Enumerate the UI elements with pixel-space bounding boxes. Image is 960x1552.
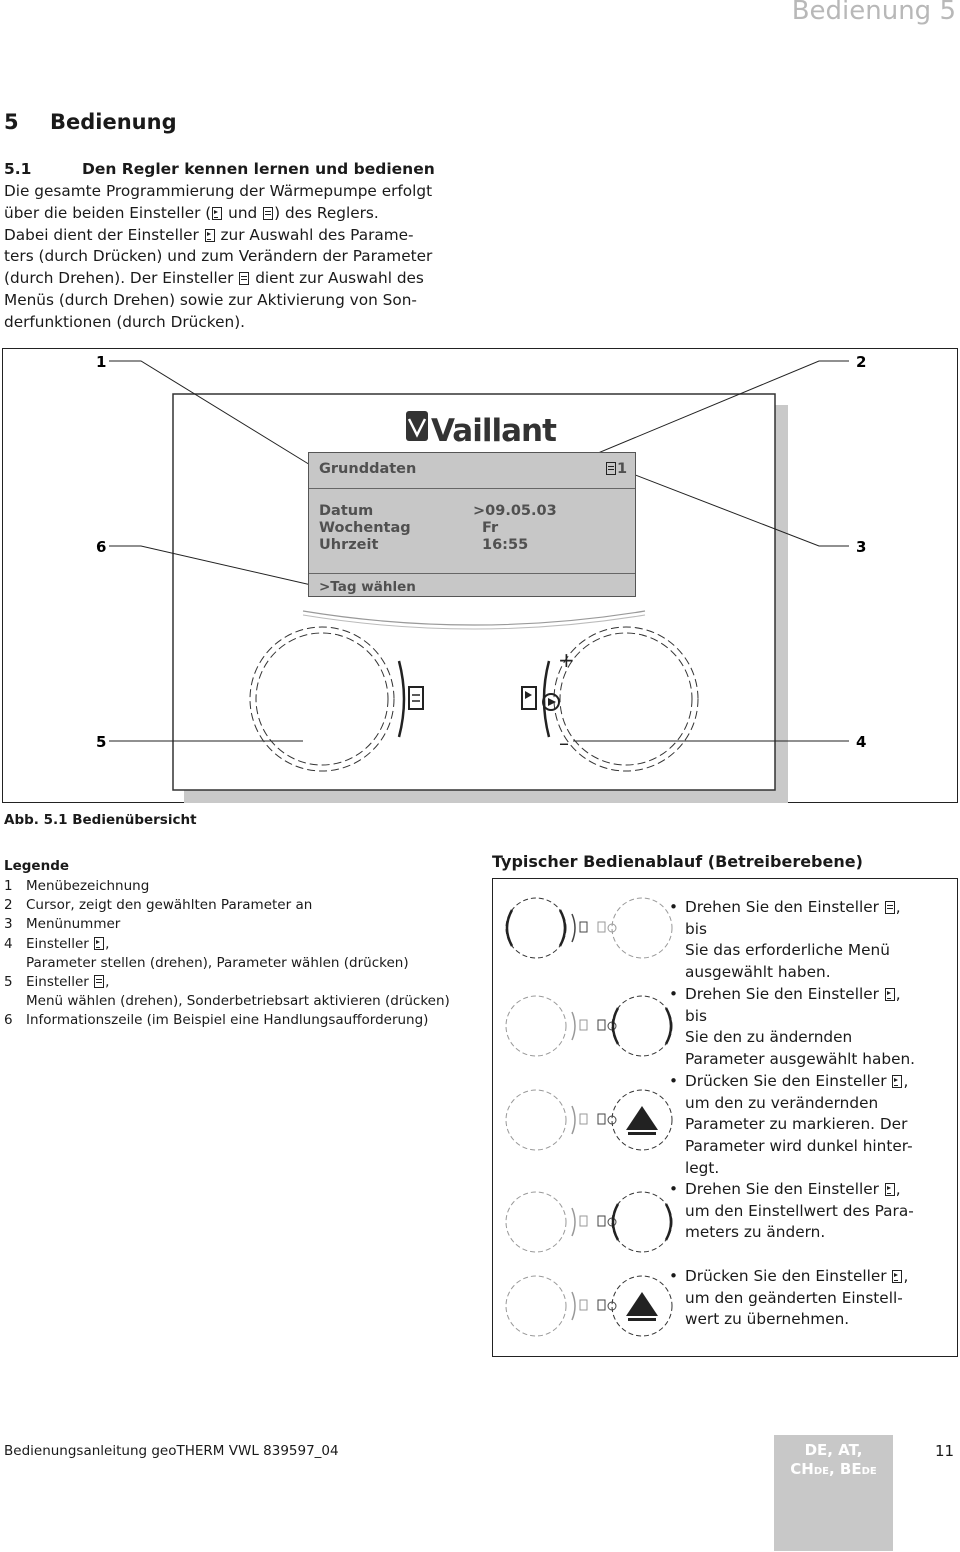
callout-2: 2	[856, 353, 866, 371]
callout-4: 4	[856, 733, 866, 751]
lcd-menu-name: Grunddaten	[319, 461, 417, 477]
step-4-text: • Drehen Sie den Einsteller , um den Ein…	[669, 1180, 914, 1242]
dial-indicator	[397, 660, 406, 738]
parameter-knob-icon	[892, 1075, 903, 1088]
section-number: 5	[4, 110, 19, 134]
intro-line: (durch Drehen). Der Einsteller dient zur…	[4, 269, 424, 288]
step-5-text: • Drücken Sie den Einsteller , um den ge…	[669, 1267, 909, 1329]
running-header: Bedienung 5	[791, 0, 956, 26]
intro-line: Menüs (durch Drehen) sowie zur Aktivieru…	[4, 290, 417, 309]
step-2-text: • Drehen Sie den Einsteller , bis Sie de…	[669, 985, 916, 1069]
operation-title: Typischer Bedienablauf (Betreiberebene)	[492, 852, 863, 871]
callout-5: 5	[96, 733, 106, 751]
section-title: Bedienung	[50, 110, 177, 134]
parameter-knob-icon	[892, 1270, 903, 1283]
menu-knob-icon	[263, 206, 274, 220]
parameter-knob-icon	[212, 206, 223, 220]
menu-icon	[606, 462, 616, 475]
separator-arc	[302, 614, 646, 630]
lcd-row-value: Fr	[482, 520, 499, 536]
lcd-info-line: >Tag wählen	[319, 579, 416, 595]
intro-line: ters (durch Drücken) und zum Verändern d…	[4, 247, 433, 266]
subsection-heading: 5.1 Den Regler kennen lernen und bedienen	[4, 160, 435, 178]
lcd-menu-number: 1	[605, 461, 627, 477]
step-diagram-4	[505, 1191, 673, 1253]
brand-name: Vaillant	[431, 413, 557, 449]
intro-line: Dabei dient der Einsteller zur Auswahl d…	[4, 225, 414, 244]
separator-arc	[302, 610, 646, 626]
step-3-text: • Drücken Sie den Einsteller , um den zu…	[669, 1072, 913, 1177]
lcd-row-label: Datum	[319, 503, 374, 519]
parameter-dial-icon	[521, 686, 537, 710]
legend-title: Legende	[4, 858, 70, 874]
section-heading: 5 Bedienung	[4, 110, 177, 134]
country-badge: DE, AT, CHDE, BEDE	[774, 1435, 893, 1551]
parameter-knob-icon	[884, 988, 895, 1001]
step-diagram-5	[505, 1275, 673, 1337]
dial-minus: –	[559, 731, 569, 755]
intro-line: derfunktionen (durch Drücken).	[4, 312, 246, 331]
lcd-display: Grunddaten 1 Datum >09.05.03 Wochentag F…	[308, 452, 636, 597]
step-1-text: • Drehen Sie den Einsteller , bis Sie da…	[669, 898, 901, 982]
figure-caption: Abb. 5.1 Bedienübersicht	[4, 812, 197, 828]
callout-line-6	[109, 545, 321, 588]
callout-line-3	[624, 470, 849, 547]
parameter-knob-icon	[884, 1183, 895, 1196]
menu-dial-icon	[408, 686, 424, 710]
intro-line: über die beiden Einsteller ( und ) des R…	[4, 203, 379, 222]
subsection-title: Den Regler kennen lernen und bedienen	[82, 160, 435, 178]
parameter-knob-icon	[94, 936, 105, 950]
lcd-row-label: Wochentag	[319, 520, 411, 536]
callout-6: 6	[96, 538, 106, 556]
brand-logo-icon	[406, 411, 428, 441]
step-diagram-3	[505, 1089, 673, 1151]
step-diagram-1	[505, 897, 673, 959]
lcd-row-value: >09.05.03	[473, 503, 557, 519]
intro-line: Die gesamte Programmierung der Wärmepump…	[4, 182, 433, 200]
step-diagram-2	[505, 995, 673, 1057]
menu-knob-icon	[884, 901, 895, 914]
press-icon	[542, 693, 560, 711]
lcd-row-label: Uhrzeit	[319, 537, 379, 553]
intro-paragraph: Die gesamte Programmierung der Wärmepump…	[4, 181, 479, 334]
callout-line-1	[109, 360, 321, 472]
callout-1: 1	[96, 353, 106, 371]
lcd-row-value: 16:55	[482, 537, 529, 553]
menu-dial	[249, 626, 395, 772]
dial-plus: +	[558, 648, 575, 672]
operation-box	[492, 878, 958, 1357]
footer-document: Bedienungsanleitung geoTHERM VWL 839597_…	[4, 1443, 339, 1459]
subsection-number: 5.1	[4, 160, 32, 178]
parameter-knob-icon	[204, 228, 215, 242]
menu-knob-icon	[94, 975, 105, 989]
callout-3: 3	[856, 538, 866, 556]
menu-knob-icon	[239, 272, 250, 286]
page-number: 11	[935, 1442, 955, 1460]
parameter-dial	[553, 626, 699, 772]
